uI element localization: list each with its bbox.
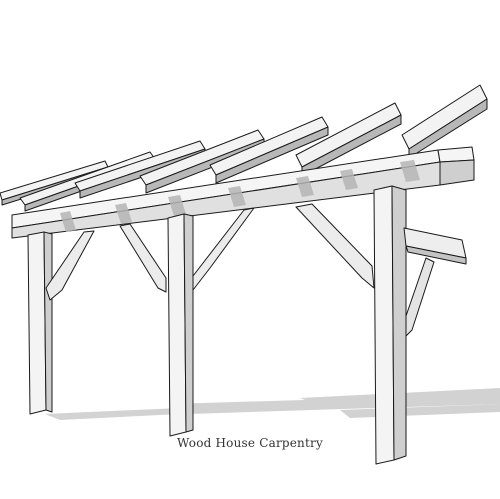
knee-braces (45, 203, 435, 337)
brace-center-right (192, 207, 255, 291)
brace-left (45, 230, 95, 301)
rafters (0, 84, 488, 212)
caption-text: Wood House Carpentry (177, 436, 323, 450)
rafter-5 (209, 116, 329, 184)
post-center (167, 213, 194, 437)
brace-center-left (119, 223, 167, 293)
rafter-7 (401, 84, 488, 159)
brace-right-side (405, 257, 435, 337)
side-beam (403, 227, 467, 265)
ground-shadows (45, 388, 500, 420)
brace-right-front (295, 203, 375, 289)
rafter-4 (139, 129, 265, 194)
main-beam (11, 146, 475, 239)
rafter-6 (295, 102, 402, 177)
rafter-3 (74, 140, 206, 199)
post-right (373, 185, 407, 465)
post-left (27, 231, 53, 415)
